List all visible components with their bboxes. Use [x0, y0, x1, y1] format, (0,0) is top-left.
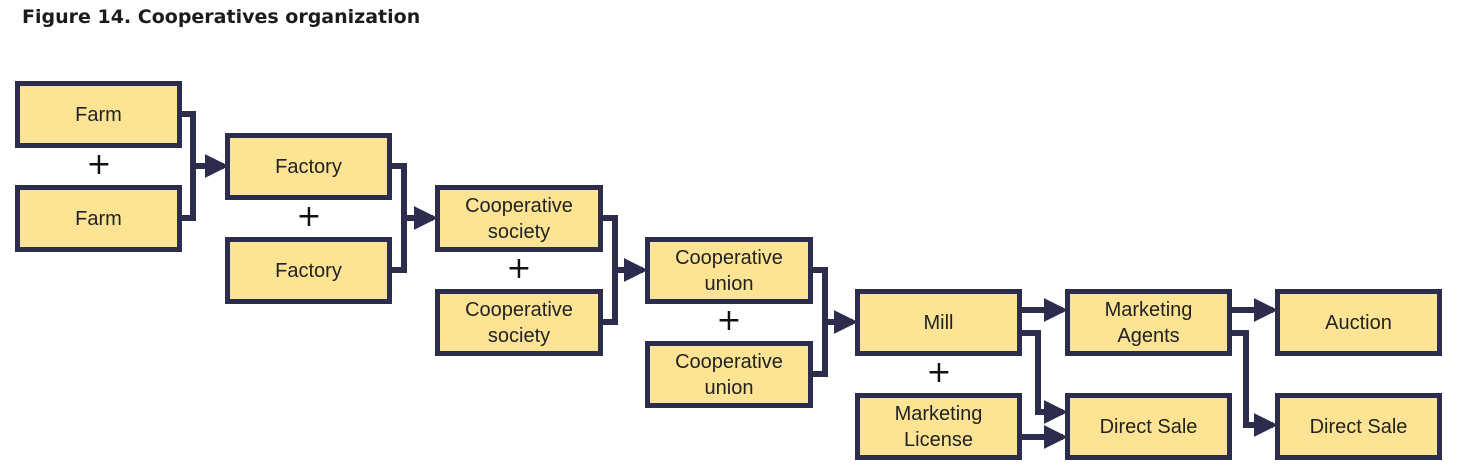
plus-sign: +	[716, 303, 742, 338]
marketing-agents-box: Marketing Agents	[1065, 289, 1232, 356]
auction-box: Auction	[1275, 289, 1442, 356]
farm-box-1: Farm	[15, 81, 182, 148]
cooperative-society-box-1: Cooperative society	[435, 185, 603, 252]
farm-box-2: Farm	[15, 185, 182, 252]
arrow-mill-to-direct-sale	[1020, 330, 1068, 424]
connector-society-bracket	[601, 215, 618, 325]
cooperative-society-box-2: Cooperative society	[435, 289, 603, 356]
direct-sale-box-2: Direct Sale	[1275, 393, 1442, 460]
arrow-agents-to-direct-sale	[1230, 330, 1278, 437]
connector-union-bracket	[811, 267, 828, 377]
direct-sale-box-1: Direct Sale	[1065, 393, 1232, 460]
plus-sign: +	[86, 147, 112, 182]
marketing-license-box: Marketing License	[855, 393, 1022, 460]
connector-factory-bracket	[390, 163, 407, 273]
cooperative-union-box-1: Cooperative union	[645, 237, 813, 304]
factory-box-2: Factory	[225, 237, 392, 304]
plus-sign: +	[506, 251, 532, 286]
plus-sign: +	[296, 199, 322, 234]
factory-box-1: Factory	[225, 133, 392, 200]
cooperative-union-box-2: Cooperative union	[645, 341, 813, 408]
figure-title: Figure 14. Cooperatives organization	[22, 6, 421, 28]
plus-sign: +	[926, 355, 952, 390]
mill-box: Mill	[855, 289, 1022, 356]
